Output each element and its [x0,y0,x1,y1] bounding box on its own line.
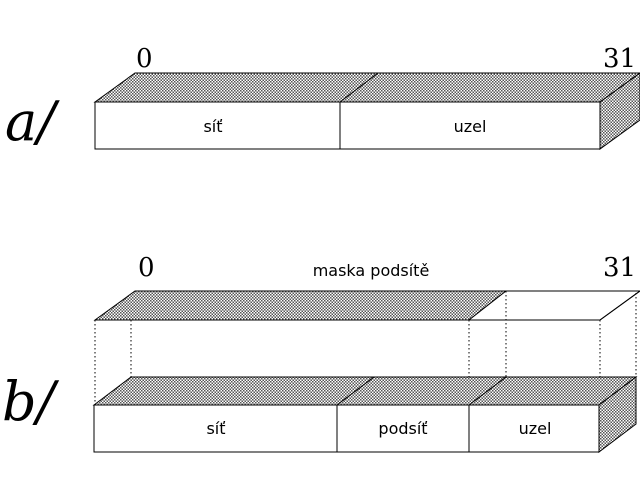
diagram-a-top-face [93,72,640,103]
mask-guide-lines [94,291,637,405]
diagram-a: a/ 0 31 síť uzel [5,44,640,153]
diagram-b-bit-start: 0 [138,253,155,283]
diagram-b-mask-label: maska podsítě [313,261,430,280]
diagram-b-label: b/ [2,370,60,433]
diagram-b: b/ 0 31 maska podsítě síť podsíť [2,253,640,454]
diagram-a-bit-end: 31 [603,44,636,74]
mask-top-face-hatched [93,290,508,321]
diagram-b-top-divider-1 [336,376,375,406]
diagram-a-front-face [94,101,601,150]
diagram-a-bit-start: 0 [136,44,153,74]
diagram-b-bit-end: 31 [603,253,636,283]
diagram-a-top-divider [339,72,379,103]
diagram-b-top-face [92,376,638,406]
diagram-b-top-divider-2 [468,376,507,406]
mask-side-edge [599,290,640,321]
diagram-a-field-host: uzel [454,117,487,136]
diagram-b-field-net: síť [206,419,225,438]
diagram-a-field-net: síť [203,117,222,136]
diagram-b-field-host: uzel [519,419,552,438]
diagram-b-front-face [93,404,600,453]
diagram-a-label: a/ [5,90,60,153]
diagram-b-field-subnet: podsíť [378,419,427,438]
